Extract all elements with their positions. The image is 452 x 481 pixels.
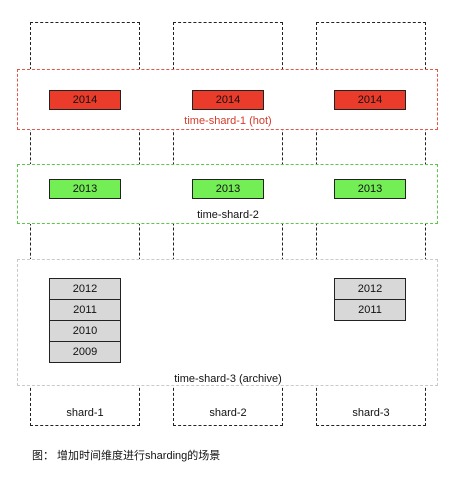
time-shard-2-label: time-shard-2	[197, 209, 259, 221]
year-box-hot-shard-1: 2014	[49, 90, 121, 110]
shard-column-2	[173, 22, 283, 426]
shard-2-label: shard-2	[209, 407, 247, 419]
shard-3-label: shard-3	[352, 407, 390, 419]
year-box-archive-shard-1-d: 2009	[49, 341, 121, 363]
year-box-mid-shard-1: 2013	[49, 179, 121, 199]
year-box-archive-shard-1-c: 2010	[49, 320, 121, 342]
year-box-hot-shard-3: 2014	[334, 90, 406, 110]
shard-column-3	[316, 22, 426, 426]
time-shard-3-label: time-shard-3 (archive)	[174, 373, 282, 385]
year-box-archive-shard-1-a: 2012	[49, 278, 121, 300]
time-shard-1-label: time-shard-1 (hot)	[184, 115, 272, 127]
year-box-mid-shard-2: 2013	[192, 179, 264, 199]
year-box-mid-shard-3: 2013	[334, 179, 406, 199]
year-box-hot-shard-2: 2014	[192, 90, 264, 110]
year-box-archive-shard-1-b: 2011	[49, 299, 121, 321]
shard-column-1	[30, 22, 140, 426]
year-box-archive-shard-3-a: 2012	[334, 278, 406, 300]
shard-1-label: shard-1	[66, 407, 104, 419]
year-box-archive-shard-3-b: 2011	[334, 299, 406, 321]
figure-caption: 图： 增加时间维度进行sharding的场景	[32, 450, 221, 462]
